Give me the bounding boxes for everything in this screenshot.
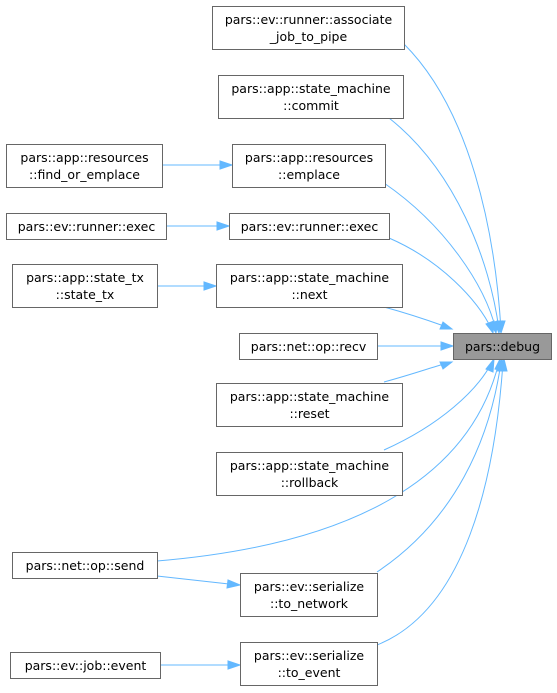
node-resources-emplace[interactable]: pars::app::resources ::emplace bbox=[232, 144, 386, 188]
node-net-op-send[interactable]: pars::net::op::send bbox=[12, 552, 158, 579]
node-reset-line-2: ::reset bbox=[289, 406, 330, 421]
arrow-heads bbox=[203, 160, 508, 670]
edge-exec-to-debug bbox=[388, 237, 493, 331]
node-associate-job-to-pipe[interactable]: pars::ev::runner::associate _job_to_pipe bbox=[212, 6, 405, 50]
node-serialize-to-event[interactable]: pars::ev::serialize ::to_event bbox=[240, 642, 378, 686]
edge-to-event-to-debug bbox=[376, 361, 504, 646]
node-pars-debug-label: pars::debug bbox=[464, 339, 541, 354]
node-find-or-emplace-line-2: ::find_or_emplace bbox=[29, 167, 140, 182]
node-associate-line-2: _job_to_pipe bbox=[269, 29, 348, 44]
edge-send-to-to-network bbox=[156, 575, 230, 585]
edge-commit-to-debug bbox=[388, 117, 500, 331]
edge-reset-to-debug bbox=[383, 363, 445, 383]
node-emplace-line-2: ::emplace bbox=[278, 167, 340, 182]
node-state-tx-line-1: pars::app::state_tx bbox=[26, 270, 144, 285]
node-recv-label: pars::net::op::recv bbox=[250, 339, 367, 354]
node-job-event[interactable]: pars::ev::job::event bbox=[10, 652, 161, 679]
node-to-network-line-2: ::to_network bbox=[270, 596, 348, 611]
node-send-label: pars::net::op::send bbox=[25, 558, 145, 573]
node-emplace-line-1: pars::app::resources bbox=[244, 150, 374, 165]
node-runner-exec-caller[interactable]: pars::ev::runner::exec bbox=[6, 213, 167, 240]
node-commit-line-2: ::commit bbox=[283, 98, 339, 113]
node-rollback-line-1: pars::app::state_machine bbox=[229, 458, 390, 473]
edge-rollback-to-debug bbox=[383, 361, 493, 451]
node-runner-exec[interactable]: pars::ev::runner::exec bbox=[229, 213, 390, 240]
node-reset-line-1: pars::app::state_machine bbox=[229, 389, 390, 404]
node-next-line-2: ::next bbox=[291, 287, 328, 302]
node-serialize-to-network[interactable]: pars::ev::serialize ::to_network bbox=[240, 573, 378, 617]
node-state-machine-rollback[interactable]: pars::app::state_machine ::rollback bbox=[216, 452, 403, 496]
node-next-line-1: pars::app::state_machine bbox=[229, 270, 390, 285]
edge-associate-to-debug bbox=[403, 43, 502, 331]
node-to-network-line-1: pars::ev::serialize bbox=[253, 579, 365, 594]
node-commit-line-1: pars::app::state_machine bbox=[231, 81, 391, 96]
node-to-event-line-1: pars::ev::serialize bbox=[253, 648, 365, 663]
node-event-label: pars::ev::job::event bbox=[24, 658, 147, 673]
node-state-machine-commit[interactable]: pars::app::state_machine ::commit bbox=[218, 75, 404, 119]
edge-to-network-to-debug bbox=[376, 361, 502, 573]
node-to-event-line-2: ::to_event bbox=[277, 665, 341, 680]
node-rollback-line-2: ::rollback bbox=[280, 475, 339, 490]
node-state-tx[interactable]: pars::app::state_tx ::state_tx bbox=[12, 264, 158, 308]
node-net-op-recv[interactable]: pars::net::op::recv bbox=[239, 333, 378, 360]
edge-emplace-to-debug bbox=[383, 182, 497, 331]
node-pars-debug: pars::debug bbox=[453, 333, 552, 360]
node-state-machine-next[interactable]: pars::app::state_machine ::next bbox=[216, 264, 403, 308]
node-find-or-emplace-line-1: pars::app::resources bbox=[20, 150, 149, 165]
node-state-tx-line-2: ::state_tx bbox=[55, 287, 115, 302]
node-state-machine-reset[interactable]: pars::app::state_machine ::reset bbox=[216, 383, 403, 427]
node-exec-label: pars::ev::runner::exec bbox=[240, 219, 379, 234]
edge-next-to-debug bbox=[383, 306, 445, 327]
edge-send-to-debug bbox=[156, 361, 500, 562]
node-exec-caller-label: pars::ev::runner::exec bbox=[17, 219, 156, 234]
node-associate-line-1: pars::ev::runner::associate bbox=[224, 12, 393, 27]
node-resources-find-or-emplace[interactable]: pars::app::resources ::find_or_emplace bbox=[6, 144, 163, 188]
